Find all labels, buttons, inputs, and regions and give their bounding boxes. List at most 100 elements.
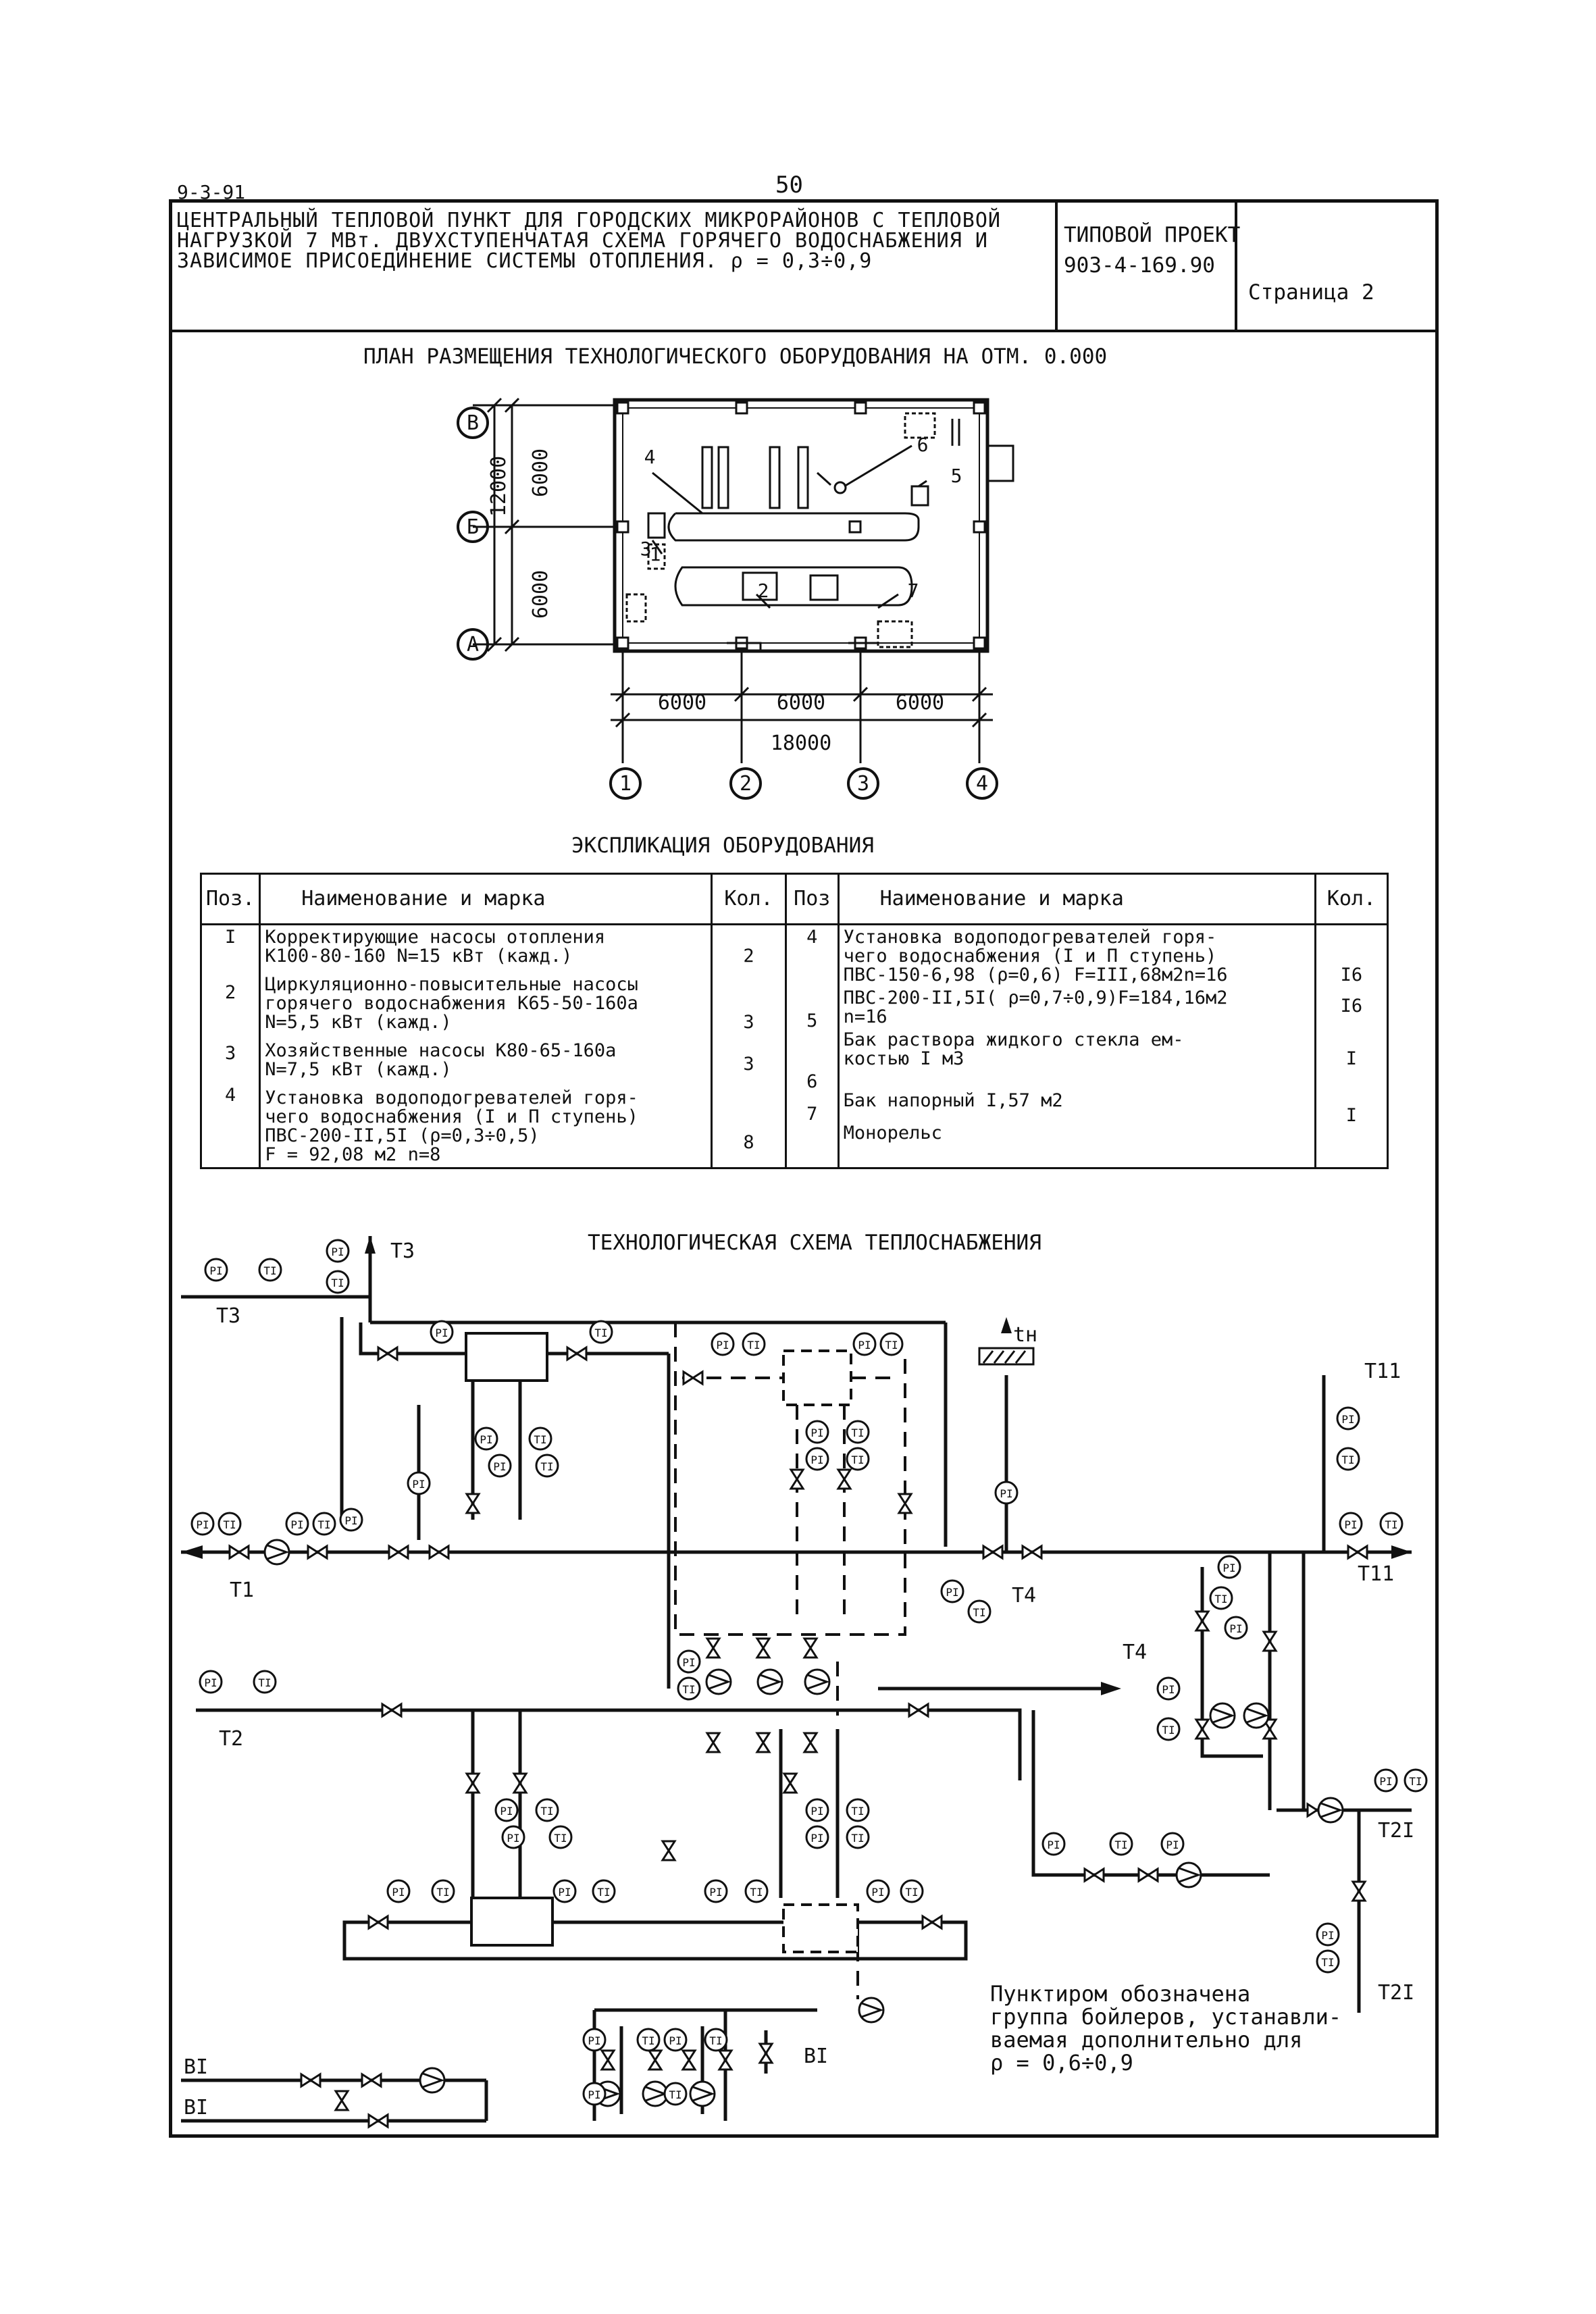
left-qty-2: 3 [743, 1012, 754, 1033]
label-t4-a: T4 [1012, 1584, 1036, 1608]
label-tn: tн [1013, 1323, 1037, 1347]
right-name-4: Бак напорный I,57 м2 [843, 1090, 1063, 1111]
col-pos-right: Поз [784, 873, 840, 925]
mark-7: 7 [908, 580, 919, 602]
right-pos-5: 5 [806, 1010, 818, 1031]
label-t4-b: T4 [1123, 1641, 1147, 1664]
right-cells-pos: 4 5 6 7 [784, 923, 840, 1169]
table-row: I ​ 2 3 4 Корректирующие насосы отоплени… [199, 923, 1389, 1169]
plan-title: ПЛАН РАЗМЕЩЕНИЯ ТЕХНОЛОГИЧЕСКОГО ОБОРУДО… [363, 344, 1108, 369]
label-b1-b: BI [184, 2096, 208, 2119]
mark-3: 3 [640, 538, 652, 560]
explication-title: ЭКСПЛИКАЦИЯ ОБОРУДОВАНИЯ [571, 833, 874, 858]
label-t21-a: T2I [1378, 1819, 1414, 1843]
right-cells-qty: I6 I6 I I [1314, 923, 1389, 1169]
axis-row-b: Б [467, 515, 479, 539]
table-header-row: Поз. Наименование и марка Кол. Поз Наиме… [199, 873, 1389, 925]
axis-row-v: В [467, 411, 479, 435]
col-qty-right: Кол. [1314, 873, 1389, 925]
label-t1: T1 [230, 1578, 254, 1602]
label-t2: T2 [219, 1727, 243, 1751]
axis-col-4: 4 [976, 772, 988, 796]
dashed-note: Пунктиром обозначена группа бойлеров, ус… [990, 1982, 1341, 2074]
page-number: 50 [775, 172, 803, 199]
col-pos-left: Поз. [199, 873, 261, 925]
axis-col-3: 3 [857, 772, 869, 796]
right-pos-7: 7 [806, 1104, 818, 1125]
right-name-1b: чего водоснабжения (I и П ступень) [843, 946, 1217, 967]
left-pos-4: 4 [224, 1085, 236, 1106]
left-qty-1: 2 [743, 946, 754, 967]
axis-col-1: 1 [619, 772, 632, 796]
right-name-3b: костью I м3 [843, 1048, 964, 1069]
left-name-2c: N=5,5 кВт (кажд.) [265, 1012, 452, 1033]
page-label: Страница 2 [1248, 280, 1374, 305]
sheet-frame [169, 199, 1439, 2138]
label-b1-c: BI [804, 2045, 828, 2068]
mark-1: 1 [650, 543, 661, 565]
left-name-2b: горячего водоснабжения К65-50-160а [265, 993, 638, 1014]
col-qty-left: Кол. [711, 873, 787, 925]
left-cells-qty: 2 3 3 8 [711, 923, 787, 1169]
left-qty-4: 8 [743, 1132, 754, 1153]
right-qty-1: I6 [1340, 965, 1363, 985]
mark-6: 6 [917, 434, 929, 456]
left-name-1a: Корректирующие насосы отопления [265, 927, 606, 948]
header-divider-1 [1055, 199, 1058, 331]
dim-h-total: 18000 [771, 731, 831, 755]
right-pos-6: 6 [806, 1071, 818, 1092]
note-line-4: ρ = 0,6÷0,9 [990, 2050, 1133, 2076]
scheme-title: ТЕХНОЛОГИЧЕСКАЯ СХЕМА ТЕПЛОСНАБЖЕНИЯ [588, 1231, 1041, 1255]
right-name-3a: Бак раствора жидкого стекла ем- [843, 1029, 1184, 1050]
header-divider-2 [1235, 199, 1237, 331]
left-pos-2: 2 [224, 982, 236, 1003]
header-bottom-line [169, 330, 1439, 332]
title-line-3: ЗАВИСИМОЕ ПРИСОЕДИНЕНИЕ СИСТЕМЫ ОТОПЛЕНИ… [177, 249, 873, 273]
mark-5: 5 [951, 465, 962, 487]
label-t3-left: T3 [216, 1304, 240, 1328]
left-pos-1: I [224, 927, 236, 948]
label-t11-top: T11 [1364, 1360, 1401, 1383]
dim-h-1: 6000 [658, 691, 706, 715]
dim-h-3: 6000 [896, 691, 944, 715]
left-name-2a: Циркуляционно-повысительные насосы [265, 974, 638, 995]
col-name-left: Наименование и марка [259, 873, 713, 925]
left-name-4c: ПВС-200-II,5I (ρ=0,3÷0,5) [265, 1125, 540, 1146]
left-name-3a: Хозяйственные насосы К80-65-160а [265, 1040, 617, 1061]
right-cells-name: Установка водоподогревателей горя- чего … [837, 923, 1316, 1169]
left-name-1b: К100-80-160 N=15 кВт (кажд.) [265, 946, 573, 967]
left-qty-3: 3 [743, 1054, 754, 1075]
left-name-4b: чего водоснабжения (I и П ступень) [265, 1106, 638, 1127]
dim-v-1: 6000 [529, 448, 552, 497]
right-qty-3: I [1345, 1048, 1358, 1069]
explication-table: Поз. Наименование и марка Кол. Поз Наиме… [199, 873, 1389, 1169]
note-line-2: группа бойлеров, устанавли- [990, 2004, 1342, 2030]
right-name-1a: Установка водоподогревателей горя- [843, 927, 1217, 948]
label-t21-b: T2I [1378, 1981, 1414, 2005]
left-pos-3: 3 [224, 1043, 236, 1064]
dim-v-2: 6000 [529, 570, 552, 619]
dim-h-2: 6000 [777, 691, 825, 715]
right-name-5: Монорельс [843, 1123, 942, 1143]
left-name-4d: F = 92,08 м2 n=8 [265, 1144, 441, 1165]
mark-4: 4 [644, 446, 656, 468]
title-line-2: НАГРУЗКОЙ 7 МВт. ДВУХСТУПЕНЧАТАЯ СХЕМА Г… [177, 229, 988, 253]
left-name-4a: Установка водоподогревателей горя- [265, 1087, 638, 1108]
right-pos-1: 4 [806, 927, 818, 948]
axis-col-2: 2 [740, 772, 752, 796]
left-cells-name: Корректирующие насосы отопления К100-80-… [259, 923, 713, 1169]
project-label: ТИПОВОЙ ПРОЕКТ [1064, 223, 1241, 247]
axis-row-a: А [467, 633, 479, 657]
right-qty-2: I6 [1340, 996, 1363, 1017]
project-number: 903-4-169.90 [1064, 253, 1215, 278]
label-t11-right: T11 [1358, 1562, 1394, 1586]
right-name-2b: n=16 [843, 1006, 887, 1027]
right-name-2a: ПВС-200-II,5I( ρ=0,7÷0,9)F=184,16м2 [843, 987, 1228, 1008]
note-line-1: Пунктиром обозначена [990, 1981, 1251, 2007]
title-line-1: ЦЕНТРАЛЬНЫЙ ТЕПЛОВОЙ ПУНКТ ДЛЯ ГОРОДСКИХ… [177, 209, 1001, 232]
right-name-1c: ПВС-150-6,98 (ρ=0,6) F=III,68м2n=16 [843, 965, 1228, 985]
left-name-3b: N=7,5 кВт (кажд.) [265, 1059, 452, 1080]
